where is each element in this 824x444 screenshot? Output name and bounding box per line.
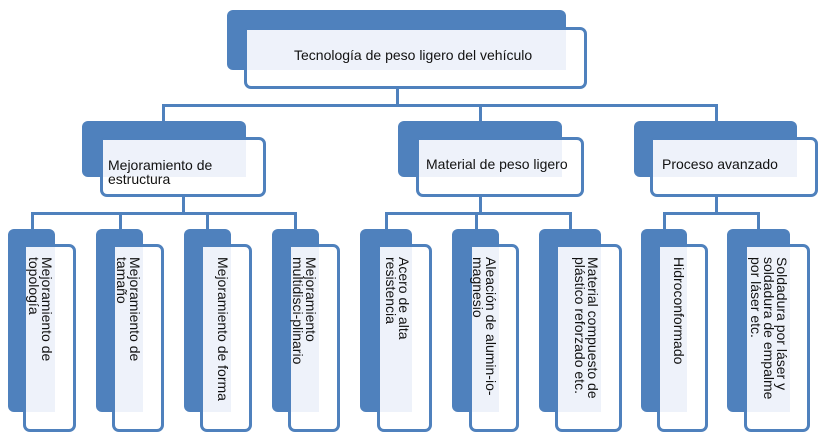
connector-line <box>30 213 34 229</box>
category-material-label: Material de peso ligero <box>426 156 568 172</box>
connector-line <box>714 105 718 121</box>
leaf-node-fill <box>26 247 55 412</box>
leaf-node-label: Mejoramiento de topología <box>26 257 55 362</box>
leaf-node-label: Mejoramiento de tamaño <box>114 257 143 362</box>
leaf-node-fill <box>291 247 319 412</box>
connector-line <box>161 105 165 121</box>
connector-line <box>161 103 718 107</box>
leaf-node-fill <box>380 247 412 412</box>
connector-line <box>568 213 572 229</box>
connector-line <box>395 89 399 105</box>
connector-line <box>384 213 388 229</box>
leaf-node-label: Mejoramiento multidisci-plinario <box>290 257 319 365</box>
connector-line <box>714 197 718 213</box>
leaf-node-fill <box>558 247 601 412</box>
category-material-fill <box>419 140 562 177</box>
leaf-node-label: Soldadura por láser y soldadura de empal… <box>748 257 790 400</box>
connector-line <box>662 213 666 229</box>
category-structure-fill <box>103 140 246 177</box>
leaf-node-fill <box>203 247 231 412</box>
connector-line <box>293 213 297 229</box>
leaf-node-label: Material compuesto de plástico reforzado… <box>572 257 601 399</box>
connector-line <box>478 105 482 121</box>
connector-line <box>118 213 122 229</box>
connector-line <box>756 213 760 229</box>
category-process-label: Proceso avanzado <box>662 156 778 172</box>
connector-line <box>478 197 482 213</box>
leaf-node-fill <box>747 247 790 412</box>
leaf-node-fill <box>660 247 687 412</box>
leaf-node-fill <box>472 247 499 412</box>
leaf-node-fill <box>115 247 143 412</box>
root-node-fill <box>247 30 566 70</box>
connector-line <box>384 211 572 215</box>
root-node-label: Tecnología de peso ligero del vehículo <box>294 47 533 63</box>
connector-line <box>662 211 760 215</box>
connector-line <box>205 213 209 229</box>
leaf-node-label: Acero de alta resistencia <box>383 257 412 340</box>
connector-line <box>181 197 185 213</box>
leaf-node-label: Hidroconformado <box>671 257 687 365</box>
leaf-node-label: Aleación de alumin-io-magnesio <box>470 257 499 396</box>
category-structure-label: Mejoramiento de estructura <box>108 157 213 187</box>
leaf-node-label: Mejoramiento de forma <box>215 257 231 401</box>
connector-line <box>30 211 297 215</box>
connector-line <box>474 213 478 229</box>
category-process-fill <box>653 140 797 177</box>
